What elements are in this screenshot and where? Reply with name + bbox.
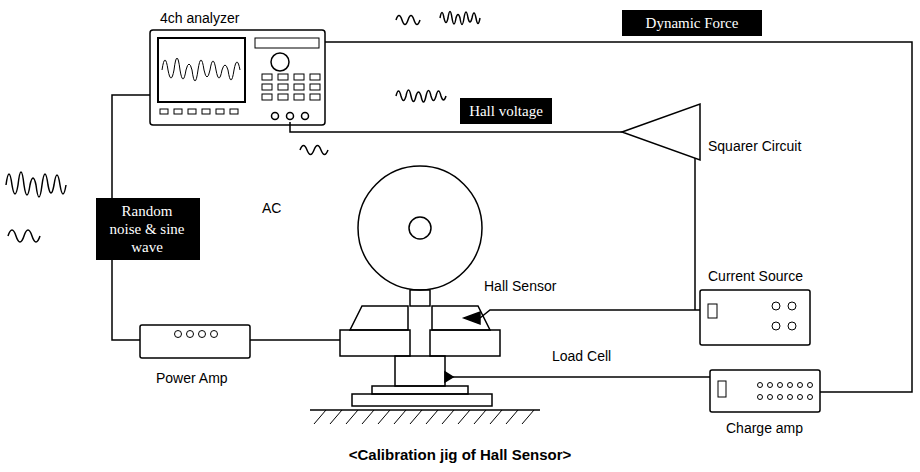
part-label: Squarer Circuit (708, 138, 801, 155)
analyzer-buttons (160, 74, 320, 114)
sine-wave (396, 16, 420, 25)
charge-amp-body (710, 370, 820, 412)
pole-piece (350, 306, 408, 330)
rotor-hub (409, 217, 431, 239)
hall-sensor-element (464, 312, 480, 324)
part-label: Charge amp (726, 420, 803, 437)
figure-caption: <Calibration jig of Hall Sensor> (0, 446, 920, 464)
part-label: Power Amp (156, 370, 228, 387)
squarer-input-wire (694, 158, 696, 310)
signal-name: Dynamic Force (630, 14, 754, 32)
charge-amp-terminals (758, 383, 813, 400)
squarer-triangle (622, 104, 700, 160)
analyzer-screen (158, 38, 245, 102)
base-plate (352, 394, 492, 406)
part-label: 4ch analyzer (160, 10, 239, 27)
hall-voltage-wire (290, 122, 622, 132)
analyzer-knob (271, 53, 289, 71)
part-label: Current Source (708, 268, 803, 285)
power-amp-terminals (175, 331, 218, 338)
analyzer-input (287, 113, 294, 120)
noise-wave (440, 12, 480, 25)
signal-name: Random noise & sine wave (104, 202, 190, 256)
load-cell-mark (445, 372, 453, 382)
noise-wave (6, 172, 66, 197)
current-source-display (708, 304, 717, 318)
signal-tag: Random noise & sine wave (96, 198, 200, 260)
analyzer-body (150, 30, 325, 125)
shaft (410, 290, 430, 306)
charge-amp-display (718, 381, 726, 397)
hall-sensor-wire (480, 310, 700, 318)
load-cell-column (395, 356, 445, 386)
power-amp-body (140, 325, 250, 358)
sine-wave (300, 146, 328, 155)
screen-wave (162, 58, 240, 81)
analyzer-input (272, 113, 279, 120)
part-label: Hall Sensor (484, 278, 556, 295)
signal-tag: Dynamic Force (622, 10, 762, 36)
noise-wave (396, 90, 446, 102)
coil (430, 330, 500, 356)
current-source-terminals (772, 302, 796, 330)
ground-line (310, 409, 540, 411)
pole-piece (432, 306, 490, 330)
load-cell-wire (453, 376, 710, 378)
ground-hatch (314, 410, 534, 424)
base-plate (372, 386, 468, 394)
rotor-disk (358, 166, 482, 290)
part-label: AC (262, 200, 281, 217)
analyzer-input (302, 113, 309, 120)
force-wire (325, 42, 912, 392)
signal-name: Hall voltage (468, 102, 544, 120)
analyzer-display (255, 38, 319, 48)
coil (340, 330, 410, 356)
current-source-body (700, 290, 810, 345)
amp-output-wire (250, 339, 340, 341)
sine-wave (8, 230, 40, 242)
signal-tag: Hall voltage (460, 98, 552, 124)
part-label: Load Cell (552, 348, 611, 365)
